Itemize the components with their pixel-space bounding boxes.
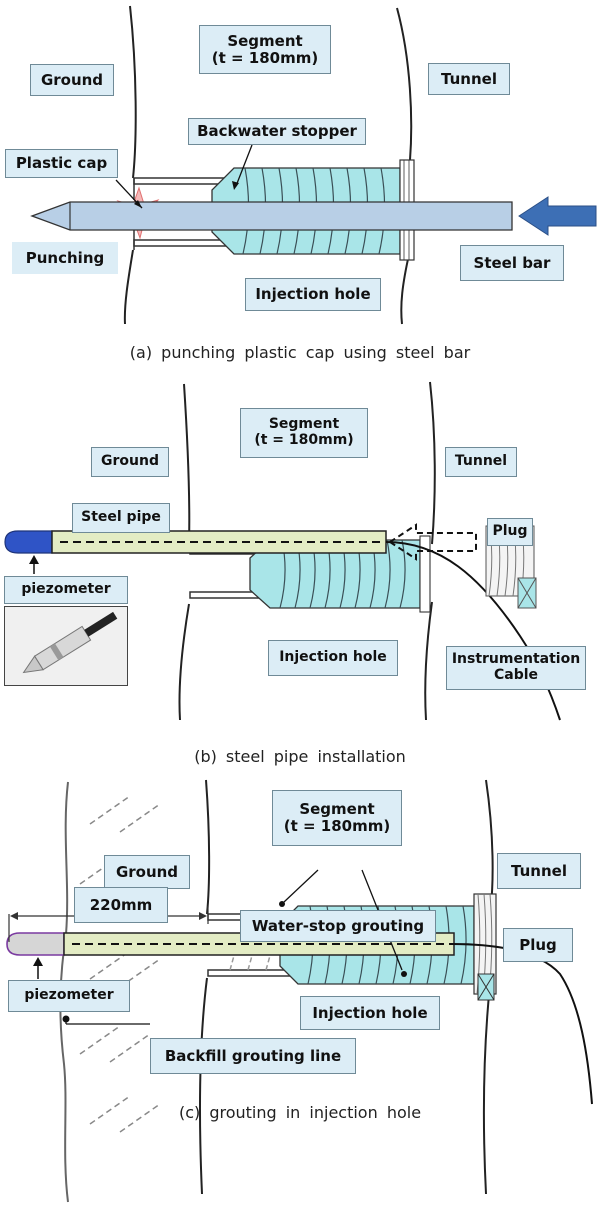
backwater-stopper-label: Backwater stopper <box>188 118 366 145</box>
instrumentation-cable-b <box>385 541 561 721</box>
piezometer-tip-b <box>4 530 53 554</box>
piezometer-label-c: piezometer <box>8 980 130 1012</box>
segment-left-wall-c <box>198 779 211 1195</box>
segment-label-a: Segment (t = 180mm) <box>199 25 331 74</box>
plug-label-c: Plug <box>503 928 573 962</box>
tunnel-label-c: Tunnel <box>497 853 581 889</box>
sleeve-bottom <box>133 239 235 247</box>
ground-label-c: Ground <box>104 855 190 889</box>
segment-label-c: Segment (t = 180mm) <box>272 790 402 846</box>
dimension-label-c: 220mm <box>74 887 168 923</box>
plastic-cap-label: Plastic cap <box>5 149 118 178</box>
ground-label-b: Ground <box>91 447 169 477</box>
segment-left-wall <box>123 5 137 325</box>
piezometer-tip-c <box>6 932 65 956</box>
piezometer-label-b: piezometer <box>4 576 128 604</box>
caption-c: (c) grouting in injection hole <box>178 1103 422 1122</box>
tunnel-label-a: Tunnel <box>428 63 510 95</box>
injection-hole-label-a: Injection hole <box>245 278 381 311</box>
instrumentation-cable-label: Instrumentation Cable <box>446 646 586 690</box>
tunnel-label-b: Tunnel <box>445 447 517 477</box>
steel-pipe-label: Steel pipe <box>72 503 170 533</box>
piezometer-photo <box>4 606 128 686</box>
instrumentation-cable-c <box>451 943 593 1105</box>
panel-b-drawing <box>4 381 561 721</box>
ground-label-a: Ground <box>30 64 114 96</box>
punching-label: Punching <box>12 242 118 274</box>
backfill-grouting-label: Backfill grouting line <box>150 1038 356 1074</box>
push-arrow <box>518 196 597 236</box>
segment-left-wall-b <box>178 383 191 721</box>
steel-bar-label: Steel bar <box>460 245 564 281</box>
injection-hole-label-c: Injection hole <box>300 996 440 1030</box>
caption-a: (a) punching plastic cap using steel bar <box>129 343 471 362</box>
waterstop-grouting-label: Water-stop grouting <box>240 910 436 942</box>
injection-hole-label-b: Injection hole <box>268 640 398 676</box>
steel-bar <box>30 201 513 231</box>
panel-a-drawing <box>30 5 597 325</box>
plug-dashed-arrow <box>388 523 477 561</box>
caption-b: (b) steel pipe installation <box>194 747 406 766</box>
segment-label-b: Segment (t = 180mm) <box>240 408 368 458</box>
plug-label-b: Plug <box>487 518 533 546</box>
segment-right-wall-b <box>424 381 436 721</box>
